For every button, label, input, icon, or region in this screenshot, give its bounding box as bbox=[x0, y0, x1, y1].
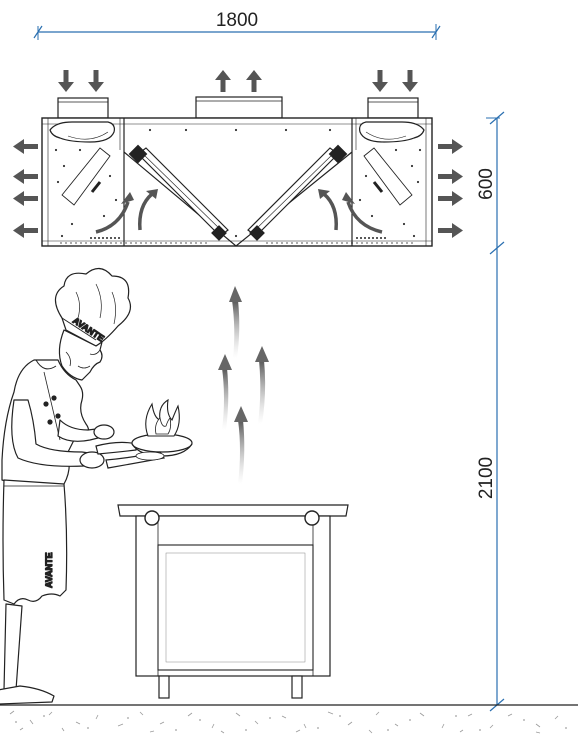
capture-arrow-right-1 bbox=[346, 201, 383, 234]
mount-height-dimension: 2100 bbox=[476, 248, 578, 712]
chef-figure: AVANTE AVANTE bbox=[0, 267, 131, 705]
hood-height-label: 600 bbox=[476, 168, 497, 200]
airflow-arrows bbox=[13, 70, 463, 238]
apron-brand-label: AVANTE bbox=[44, 552, 54, 588]
chef-apron bbox=[2, 479, 68, 605]
intake-arrow-left-1 bbox=[58, 70, 74, 92]
chef-leg bbox=[3, 603, 23, 691]
intake-arrow-right-2 bbox=[402, 70, 418, 92]
left-intake-collar bbox=[57, 97, 109, 119]
left-grease-filter bbox=[128, 144, 229, 241]
cooking-range bbox=[117, 504, 349, 699]
mount-height-label: 2100 bbox=[476, 457, 497, 499]
supply-arrow-right-2 bbox=[438, 169, 463, 184]
hood-height-dimension: 600 bbox=[476, 111, 505, 255]
capture-arrow-left-1 bbox=[95, 201, 130, 234]
rising-steam bbox=[218, 286, 269, 484]
chef-head bbox=[58, 329, 103, 381]
intake-arrow-left-2 bbox=[88, 70, 104, 92]
intake-arrow-right-1 bbox=[372, 70, 388, 92]
range-leg-left bbox=[158, 675, 170, 699]
supply-arrow-right-1 bbox=[438, 139, 463, 154]
right-intake-collar bbox=[367, 97, 419, 119]
exhaust-arrow-1 bbox=[215, 70, 231, 92]
range-knob-left bbox=[144, 510, 160, 526]
hood-rivets bbox=[54, 128, 422, 238]
frying-pan bbox=[95, 433, 193, 469]
exhaust-arrow-2 bbox=[246, 70, 262, 92]
oven-door bbox=[157, 544, 314, 671]
range-leg-right bbox=[291, 675, 303, 699]
width-dimension-label: 1800 bbox=[216, 10, 258, 31]
supply-arrow-right-3 bbox=[438, 191, 463, 206]
supply-arrow-left-4 bbox=[13, 223, 38, 238]
supply-arrow-right-4 bbox=[438, 223, 463, 238]
range-top bbox=[117, 504, 349, 517]
range-knob-right bbox=[304, 510, 320, 526]
capture-arrow-left-2 bbox=[138, 192, 154, 231]
floor bbox=[0, 704, 578, 734]
extraction-hood bbox=[41, 96, 433, 247]
supply-arrow-left-3 bbox=[13, 191, 38, 206]
right-grease-filter bbox=[247, 144, 348, 241]
chef-hat bbox=[54, 267, 131, 347]
width-dimension: 1800 bbox=[33, 10, 441, 40]
supply-arrow-left-1 bbox=[13, 139, 38, 154]
center-exhaust-collar bbox=[195, 96, 283, 119]
flame-icon bbox=[145, 398, 180, 437]
capture-arrow-right-2 bbox=[322, 192, 338, 231]
supply-arrow-left-2 bbox=[13, 169, 38, 184]
